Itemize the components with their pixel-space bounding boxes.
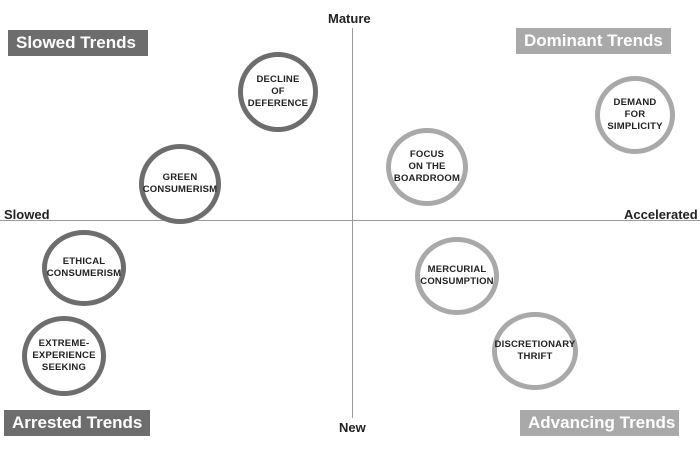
- trend-bubble-focus-on-the-boardroom: FOCUS ON THE BOARDROOM: [386, 128, 468, 206]
- quadrant-label-slowed-trends: Slowed Trends: [8, 30, 148, 56]
- trend-bubble-discretionary-thrift: DISCRETIONARY THRIFT: [492, 312, 578, 390]
- trend-label: EXTREME- EXPERIENCE SEEKING: [32, 338, 96, 373]
- horizontal-axis-line: [0, 220, 700, 221]
- trend-bubble-mercurial-consumption: MERCURIAL CONSUMPTION: [415, 237, 499, 315]
- trend-bubble-decline-of-deference: DECLINE OF DEFERENCE: [238, 52, 318, 132]
- trend-bubble-ethical-consumerism: ETHICAL CONSUMERISM: [42, 230, 126, 306]
- trend-label: DISCRETIONARY THRIFT: [494, 339, 576, 362]
- trend-label: GREEN CONSUMERISM: [142, 172, 218, 195]
- quadrant-label-arrested-trends: Arrested Trends: [4, 410, 151, 436]
- axis-label-left: Slowed: [4, 207, 50, 222]
- trend-label: ETHICAL CONSUMERISM: [46, 256, 122, 279]
- trend-label: MERCURIAL CONSUMPTION: [420, 264, 494, 287]
- trend-bubble-demand-for-simplicity: DEMAND FOR SIMPLICITY: [595, 76, 675, 154]
- trend-bubble-extreme-experience-seeking: EXTREME- EXPERIENCE SEEKING: [22, 316, 106, 396]
- trend-bubble-green-consumerism: GREEN CONSUMERISM: [139, 144, 221, 224]
- quadrant-label-advancing-trends: Advancing Trends: [520, 410, 680, 436]
- axis-label-bottom: New: [339, 420, 366, 435]
- vertical-axis-line: [352, 28, 353, 418]
- trend-label: FOCUS ON THE BOARDROOM: [393, 149, 461, 184]
- trend-label: DEMAND FOR SIMPLICITY: [607, 97, 663, 132]
- trend-label: DECLINE OF DEFERENCE: [247, 74, 309, 109]
- axis-label-top: Mature: [328, 11, 371, 26]
- axis-label-right: Accelerated: [624, 207, 698, 222]
- quadrant-label-dominant-trends: Dominant Trends: [516, 28, 671, 54]
